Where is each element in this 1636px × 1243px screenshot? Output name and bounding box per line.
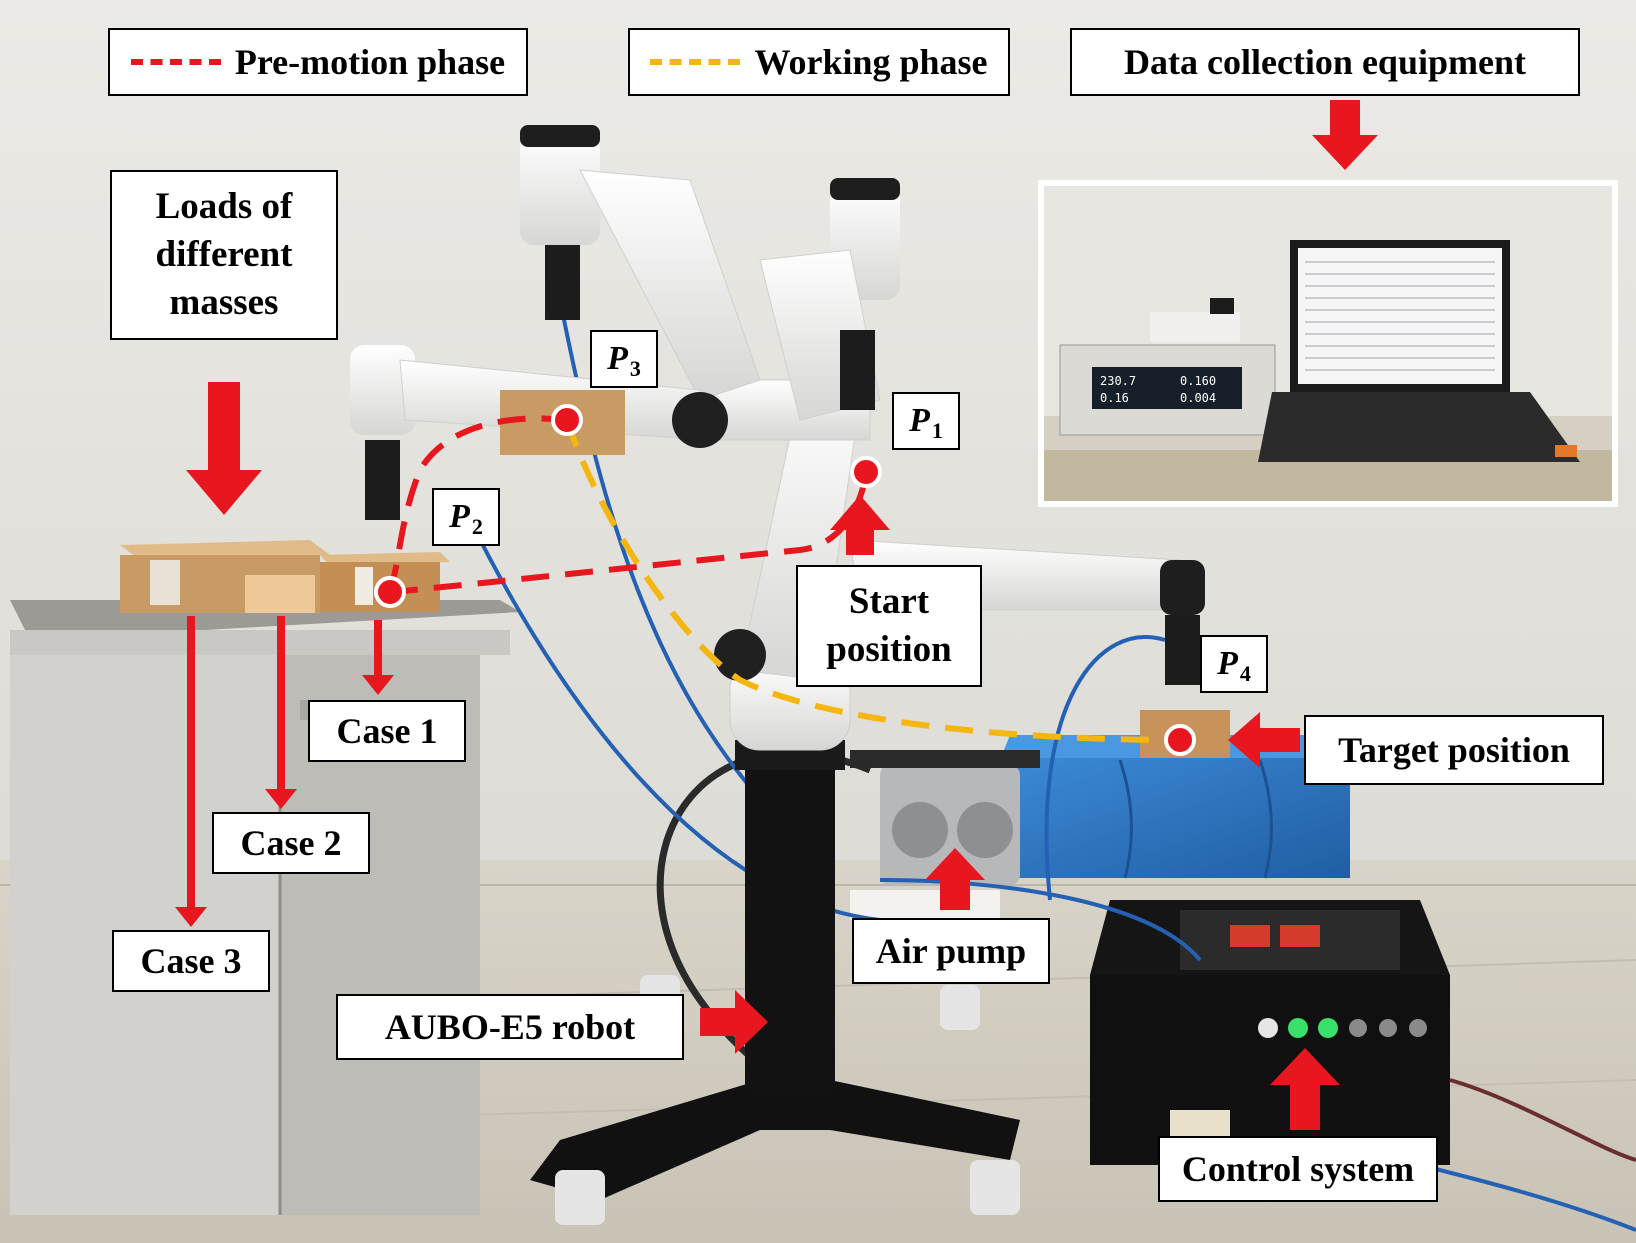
arrow-start: [830, 495, 890, 555]
robot-label: AUBO-E5 robot: [336, 994, 684, 1060]
pre-motion-swatch: [130, 59, 221, 65]
arrow-data-collection: [1312, 100, 1378, 170]
working-path: [564, 419, 1181, 743]
air-pump-device: [850, 750, 1040, 920]
working-swatch: [650, 59, 741, 65]
control-box: [1090, 900, 1450, 1165]
p1-sub: 1: [931, 418, 943, 443]
left-cabinet: [10, 600, 520, 1215]
meter-v2: 0.160: [1180, 374, 1216, 388]
p3-marker: [551, 404, 583, 436]
p4-sub: 4: [1239, 661, 1251, 686]
p1-letter: P: [909, 402, 930, 439]
waypoints: [374, 404, 1196, 756]
pre-motion-path-2: [387, 415, 568, 593]
arrows: [175, 100, 1378, 1130]
trajectories: [387, 415, 1181, 743]
case2-head: [265, 789, 297, 809]
loads-label: Loads of different masses: [110, 170, 338, 340]
p2-letter: P: [449, 498, 470, 535]
p4-marker: [1164, 724, 1196, 756]
pre-motion-path: [389, 473, 869, 595]
robot-base: [530, 740, 1020, 1225]
meter-v4: 0.004: [1180, 391, 1216, 405]
case2-line: [277, 616, 285, 794]
case3-head: [175, 907, 207, 927]
case3-line: [187, 616, 195, 912]
legend-working: Working phase: [628, 28, 1010, 96]
air-pump-label: Air pump: [852, 918, 1050, 984]
arrow-target: [1228, 712, 1300, 768]
legend-pre-motion: Pre-motion phase: [108, 28, 528, 96]
arrow-robot: [700, 990, 768, 1054]
p2-marker: [374, 576, 406, 608]
case1-line: [374, 620, 382, 680]
legend-working-label: Working phase: [754, 41, 988, 82]
data-collection-photo: 230.7 0.160 0.16 0.004: [1038, 180, 1618, 507]
case2-label: Case 2: [212, 812, 370, 874]
meter-v3: 0.16: [1100, 391, 1129, 405]
case1-label: Case 1: [308, 700, 466, 762]
data-collection-label: Data collection equipment: [1070, 28, 1580, 96]
arrow-loads: [186, 382, 262, 515]
meter-v1: 230.7: [1100, 374, 1136, 388]
case1-head: [362, 675, 394, 695]
p1-marker: [850, 456, 882, 488]
arrow-control: [1270, 1048, 1340, 1130]
control-system-label: Control system: [1158, 1136, 1438, 1202]
p3-letter: P: [607, 340, 628, 377]
start-position-label: Start position: [796, 565, 982, 687]
load-boxes: [120, 540, 450, 613]
case3-label: Case 3: [112, 930, 270, 992]
p2-sub: 2: [471, 514, 483, 539]
p4-letter: P: [1217, 645, 1238, 682]
target-position-label: Target position: [1304, 715, 1604, 785]
legend-pre-motion-label: Pre-motion phase: [234, 41, 506, 82]
arrow-air-pump: [925, 848, 985, 910]
p3-sub: 3: [629, 356, 641, 381]
